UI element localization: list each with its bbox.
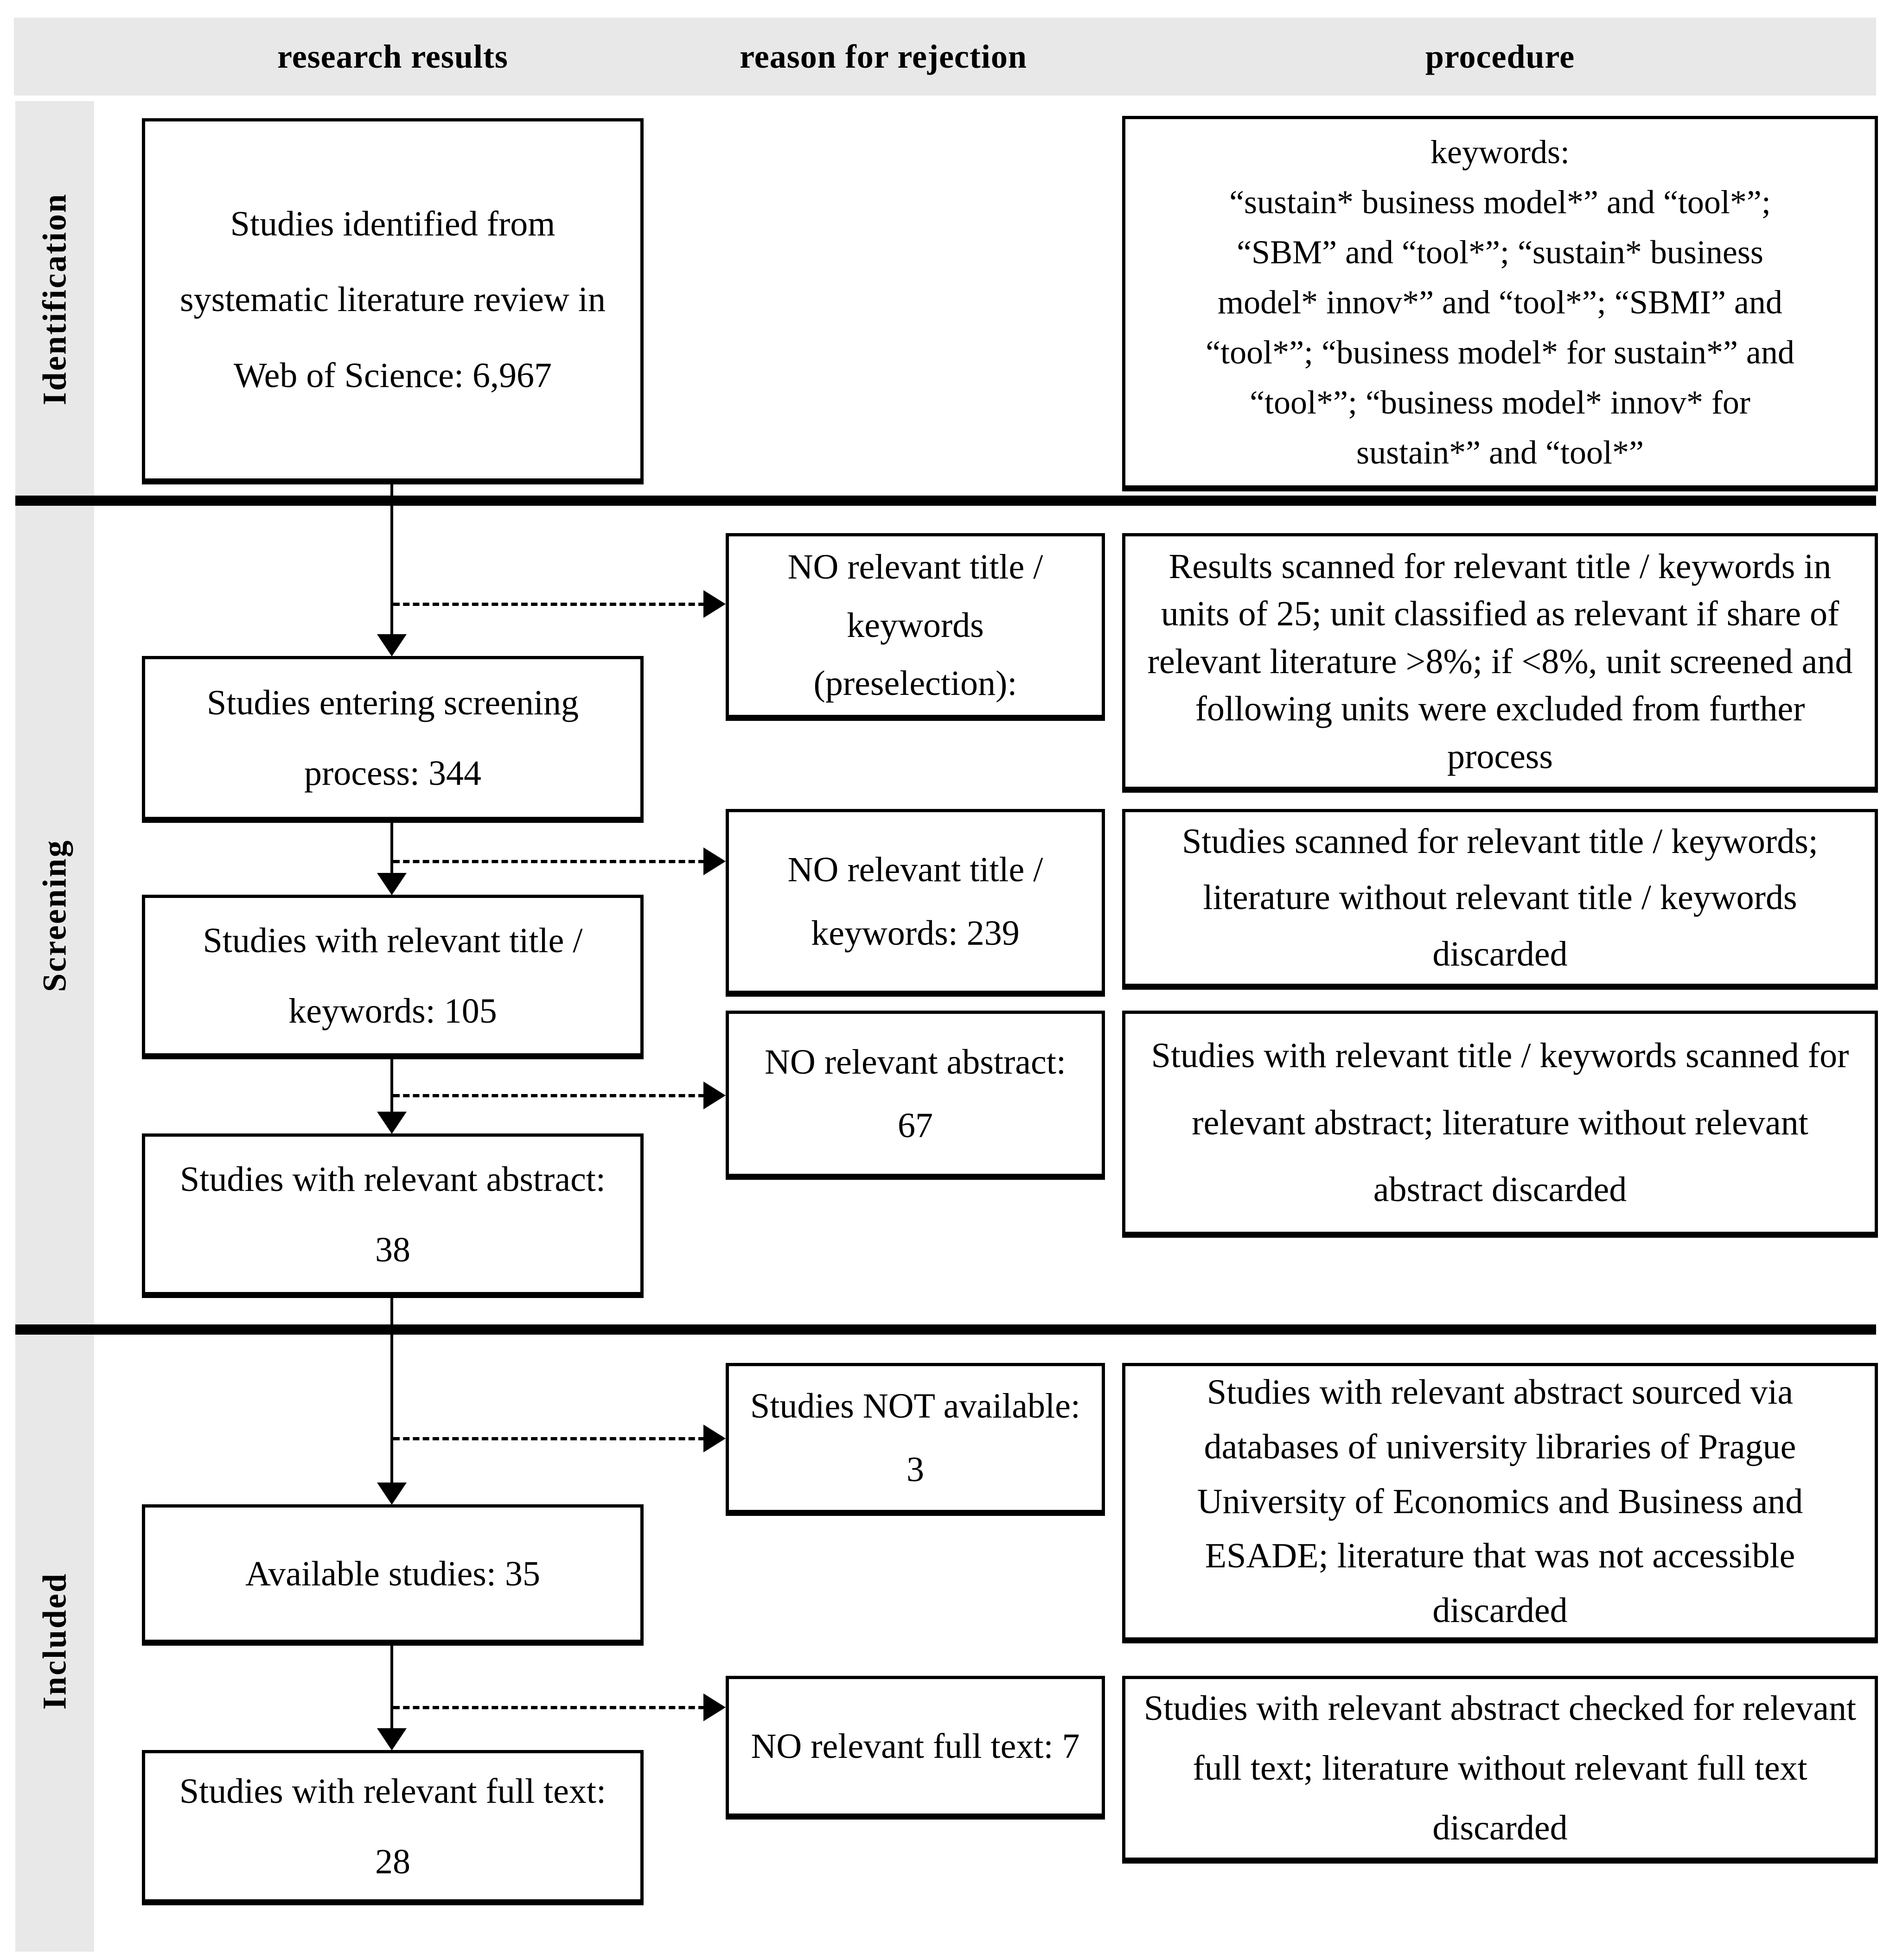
box-procedure-full-text-check: Studies with relevant abstract checked f… [1122,1676,1878,1864]
arrow-title-to-abstract [390,1059,393,1113]
box-procedure-keywords: keywords: “sustain* business model*” and… [1122,116,1878,491]
stage-label-identification: Identification [36,192,73,406]
dashed-arrow-to-title-rejection [393,860,705,863]
box-studies-identified: Studies identified from systematic liter… [142,118,644,484]
arrowhead-down-icon [377,873,407,895]
box-procedure-unit-scan: Results scanned for relevant title / key… [1122,533,1878,793]
box-reject-full-text: NO relevant full text: 7 [726,1676,1105,1820]
arrowhead-right-icon [703,847,726,875]
box-reject-title-keywords: NO relevant title / keywords: 239 [726,809,1105,997]
arrow-abstract-to-available [390,1295,393,1483]
column-header-reason-for-rejection: reason for rejection [740,38,1027,75]
arrowhead-right-icon [703,1425,726,1452]
arrowhead-down-icon [377,1483,407,1505]
divider-screening-included [15,1324,1876,1335]
dashed-arrow-to-fulltext-rejection [393,1706,705,1709]
box-relevant-full-text: Studies with relevant full text: 28 [142,1750,644,1905]
arrowhead-down-icon [377,634,407,656]
box-procedure-sourcing: Studies with relevant abstract sourced v… [1122,1363,1878,1643]
box-procedure-title-scan: Studies scanned for relevant title / key… [1122,809,1878,990]
arrow-entering-to-title [390,823,393,874]
box-procedure-abstract-scan: Studies with relevant title / keywords s… [1122,1011,1878,1238]
arrowhead-down-icon [377,1728,407,1750]
arrowhead-right-icon [703,590,726,618]
box-relevant-abstract: Studies with relevant abstract: 38 [142,1133,644,1298]
box-reject-abstract: NO relevant abstract: 67 [726,1011,1105,1180]
arrowhead-right-icon [703,1082,726,1109]
dashed-arrow-to-abstract-rejection [393,1094,705,1097]
box-reject-preselection: NO relevant title / keywords (preselecti… [726,533,1105,721]
box-relevant-title-keywords: Studies with relevant title / keywords: … [142,895,644,1059]
arrowhead-down-icon [377,1112,407,1134]
box-reject-not-available: Studies NOT available: 3 [726,1363,1105,1516]
arrowhead-right-icon [703,1693,726,1721]
box-studies-entering-screening: Studies entering screening process: 344 [142,656,644,823]
column-header-research-results: research results [277,38,508,75]
dashed-arrow-to-not-available [393,1437,705,1440]
stage-band [15,101,94,1952]
arrow-available-to-fulltext [390,1646,393,1729]
box-available-studies: Available studies: 35 [142,1504,644,1646]
stage-label-screening: Screening [36,839,73,992]
arrow-identified-to-entering [390,484,393,635]
stage-label-included: Included [36,1572,73,1710]
dashed-arrow-to-preselection [393,603,705,606]
divider-identification-screening [15,496,1876,506]
column-header-procedure: procedure [1425,38,1575,75]
header-band [14,18,1876,95]
